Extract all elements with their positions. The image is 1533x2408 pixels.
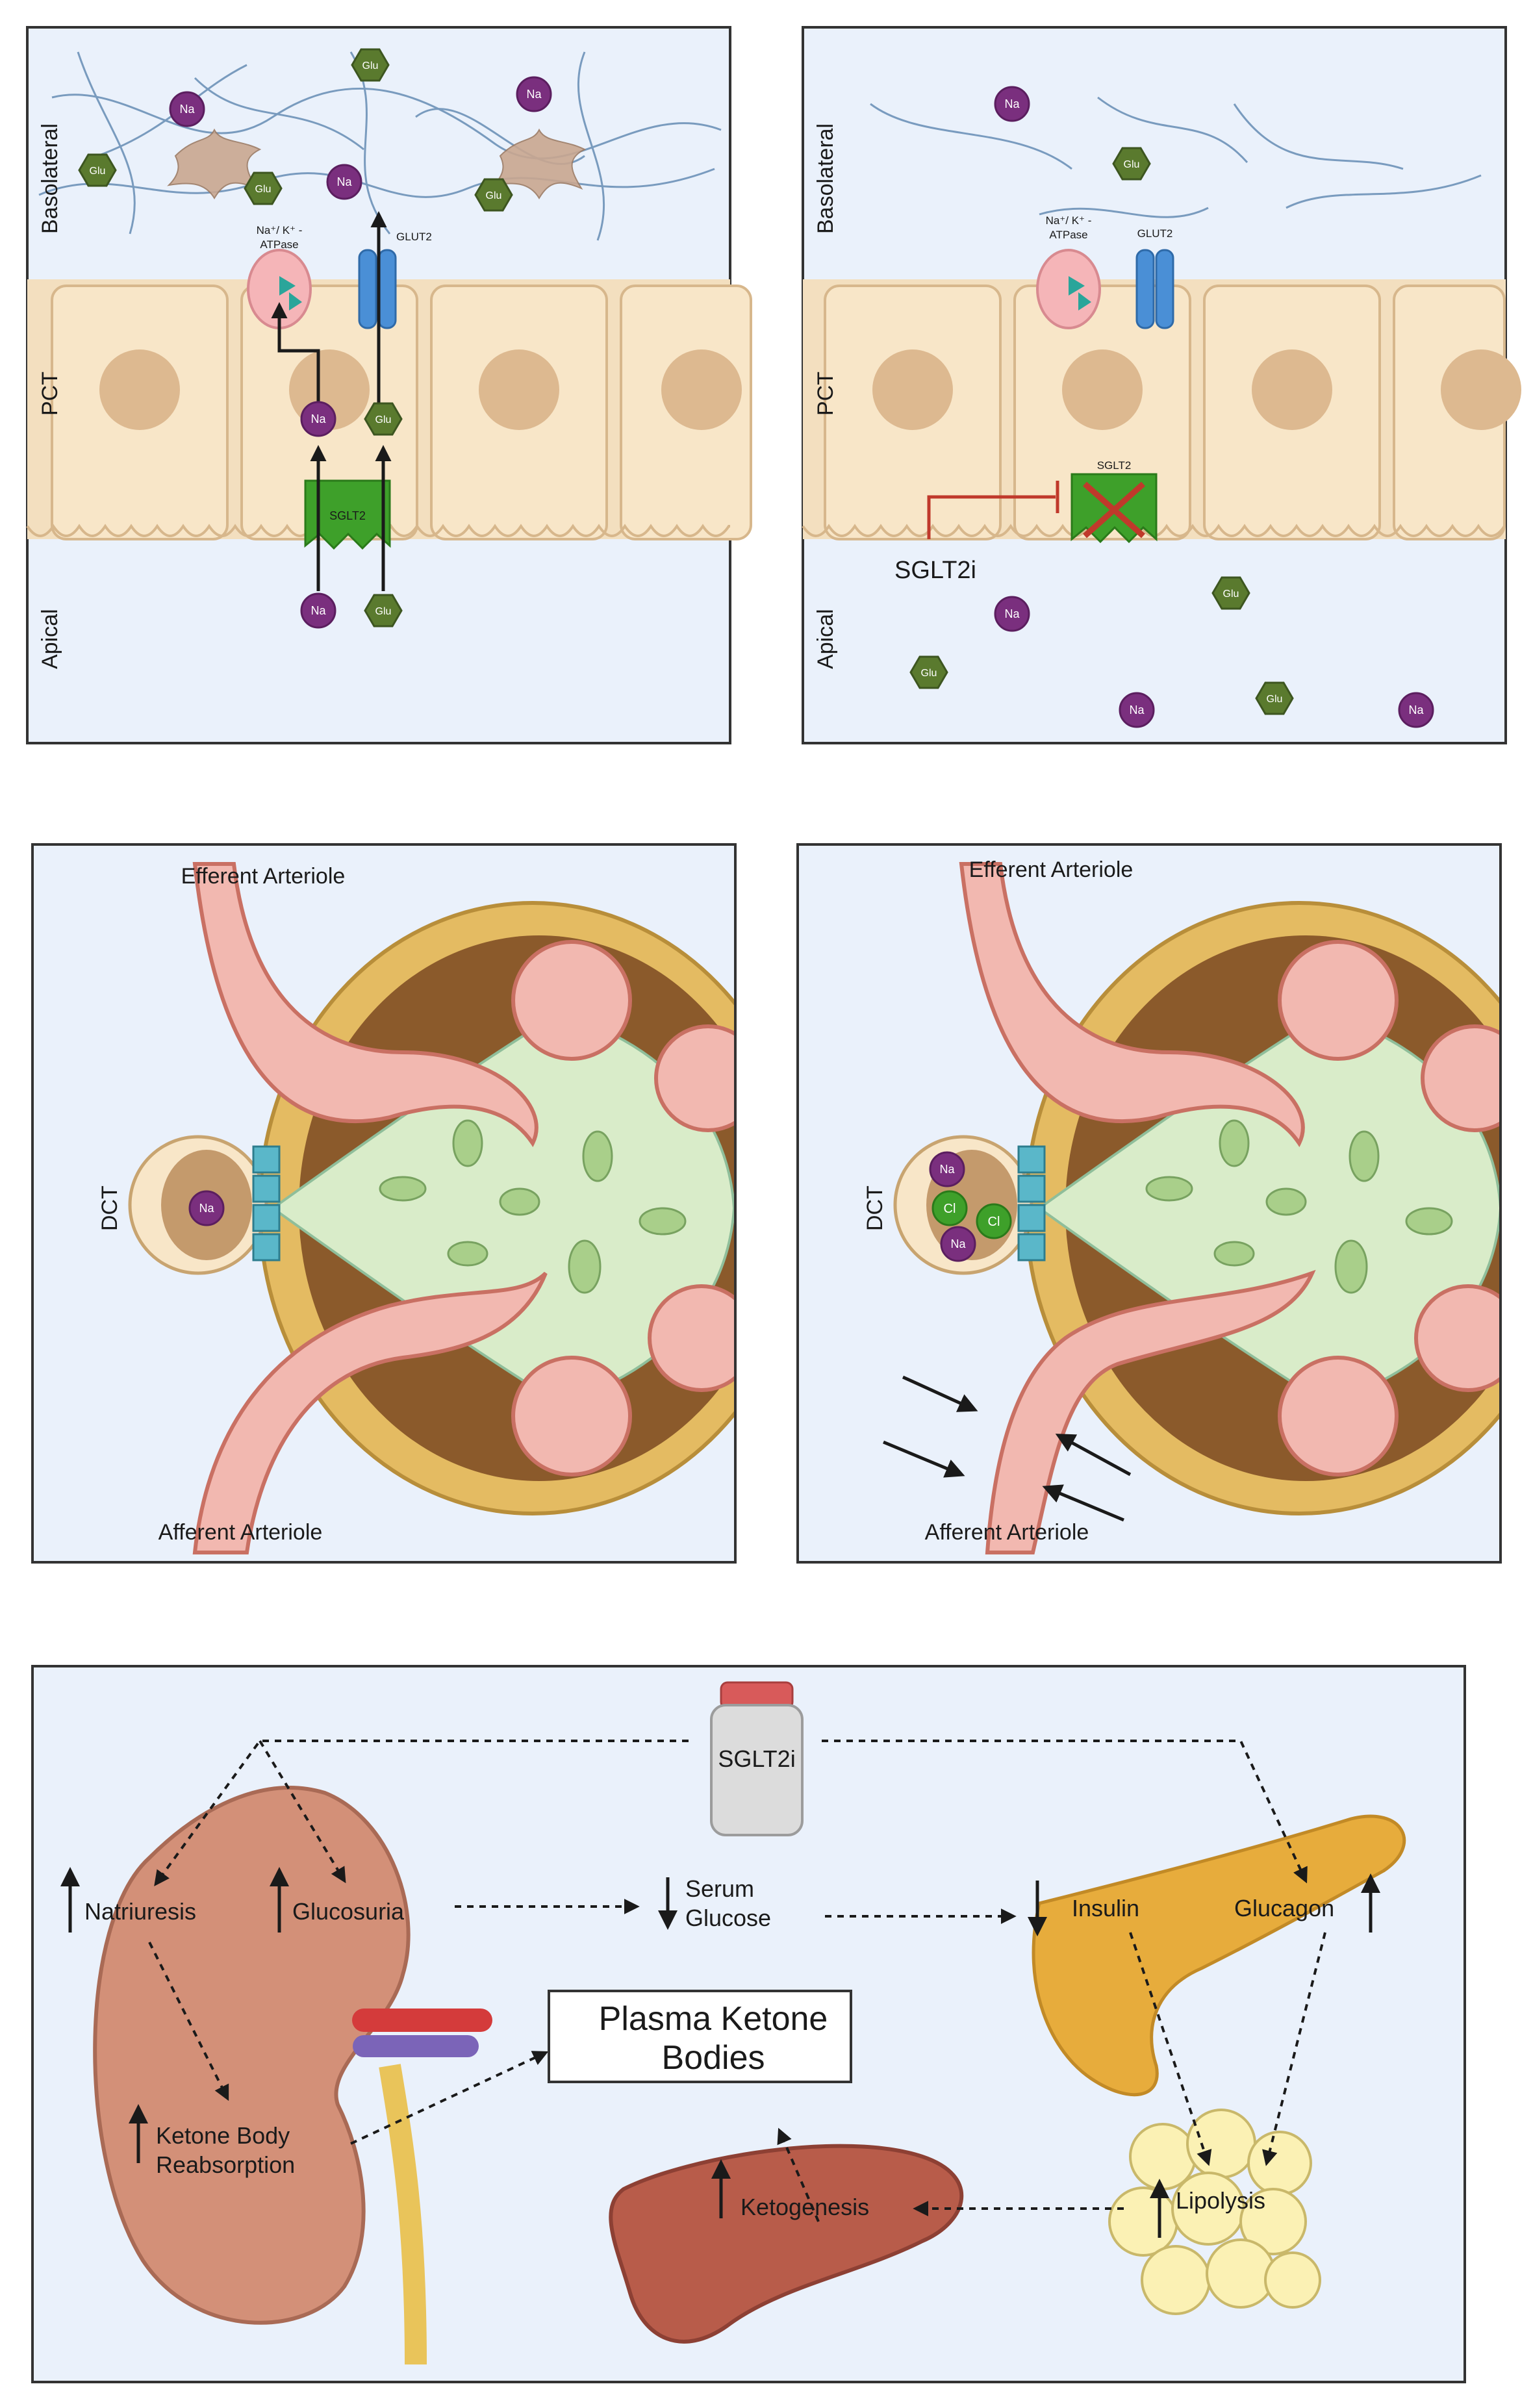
efferent-label: Efferent Arteriole [181,864,346,889]
capillary-loop-4 [511,1356,632,1476]
label-apical-2: Apical [813,609,838,669]
svg-text:Na: Na [310,604,326,617]
svg-text:Glu: Glu [921,668,937,679]
constriction-arrows [883,1375,1132,1522]
drug-label: SGLT2i [718,1745,795,1772]
panel-pct-control: Na⁺/ K⁺ - ATPase GLUT2 SGLT2 Na Na Na Na… [26,26,752,744]
glucose-label: Glucose [685,1905,771,1931]
ketone-reabs-line1: Ketone Body [156,2122,290,2149]
glut2-label-2: GLUT2 [1137,227,1173,240]
capillary-loop-5 [1278,940,1399,1061]
svg-text:Glu: Glu [362,60,379,71]
pathway-arrows [148,1740,1326,2222]
pump-label-2: ATPase [260,238,298,251]
label-pct: PCT [38,372,62,416]
na-k-atpase-pump-2 [1036,249,1101,329]
capillary-loop-1 [511,940,632,1061]
svg-text:Na: Na [526,88,542,101]
efferent-arteriole [192,862,538,1147]
lipolysis-label: Lipolysis [1176,2187,1265,2214]
pump-label-1: Na⁺/ K⁺ - [257,224,303,236]
capillary-loop-3 [648,1284,734,1392]
svg-text:Na: Na [199,1202,214,1215]
svg-text:Na: Na [336,175,352,188]
sglt2-transporter [304,479,391,550]
pump-label-2b: ATPase [1049,229,1087,241]
ketone-reabs-line2: Reabsorption [156,2151,295,2178]
inhibition-line [927,481,1059,539]
capillary-loop-2 [654,1024,734,1132]
svg-text:Glu: Glu [255,184,272,195]
ions-dct-right: Na Na Cl Cl [929,1151,1012,1262]
svg-text:Na: Na [1129,703,1145,716]
label-basolateral-2: Basolateral [813,123,838,234]
label-apical: Apical [38,609,62,669]
ions-top-left: Na Na Na Na Na Glu Glu Glu Glu Glu Glu [78,48,552,629]
ion-dct-left: Na [188,1190,225,1226]
insulin-label: Insulin [1072,1895,1139,1921]
label-pct-2: PCT [813,372,838,416]
afferent-arteriole [192,1271,548,1554]
glut2-label: GLUT2 [396,231,432,243]
glucosuria-label: Glucosuria [292,1898,405,1925]
svg-text:Na: Na [179,103,195,116]
efferent-label-2: Efferent Arteriole [969,857,1134,882]
ketone-box-line2: Bodies [662,2039,765,2077]
sglt2-label: SGLT2 [329,509,366,522]
svg-text:Na: Na [1004,97,1020,110]
macula-densa-cells [252,1145,281,1261]
macula-densa-cells-2 [1017,1145,1046,1261]
svg-text:Glu: Glu [486,190,502,201]
mesangial-cells [379,1119,687,1294]
capillary-loop-7 [1414,1284,1499,1392]
sglt2-label-2: SGLT2 [1097,459,1132,472]
efferent-arteriole-2 [959,862,1305,1147]
mesangial-cells-2 [1145,1119,1453,1294]
plasma-ketone-box [548,1990,852,2083]
panel-systemic-effects: SGLT2i [31,1665,1466,2383]
svg-text:Cl: Cl [988,1215,1000,1229]
svg-text:Glu: Glu [375,414,392,425]
interstitial-fibers-sparse [870,96,1482,218]
panel-glomerulus-sglt2i: Na Na Cl Cl Efferent Arteriole Afferent … [796,843,1502,1564]
pump-label-2a: Na⁺/ K⁺ - [1046,214,1092,227]
sglt2i-label: SGLT2i [894,557,976,584]
sglt2-transporter-blocked [1071,473,1158,544]
natriuresis-label: Natriuresis [84,1898,196,1925]
svg-text:Na: Na [1004,607,1020,620]
svg-text:Glu: Glu [1223,589,1239,600]
ions-top-right: Na Na Na Na Glu Glu Glu Glu [909,86,1434,728]
svg-text:Na: Na [310,412,326,425]
capillary-loop-8 [1278,1356,1399,1476]
panel-glomerulus-control: Na Efferent Arteriole Afferent Arteriole… [31,843,737,1564]
svg-text:Glu: Glu [1124,159,1140,170]
dct-label: DCT [97,1185,122,1231]
liver-illustration [609,2144,963,2344]
svg-text:Cl: Cl [944,1202,956,1216]
label-basolateral: Basolateral [38,123,62,234]
afferent-label-2: Afferent Arteriole [925,1520,1089,1545]
afferent-arteriole-constricted [985,1269,1316,1554]
sglt2i-drug-bottle [710,1681,804,1836]
kidney-illustration [93,1786,492,2365]
svg-text:Glu: Glu [375,606,392,617]
svg-text:Glu: Glu [90,166,106,177]
svg-text:Na: Na [1408,703,1424,716]
afferent-label: Afferent Arteriole [158,1520,323,1545]
transport-arrows [271,211,392,591]
panel-pct-sglt2i: Na⁺/ K⁺ - ATPase GLUT2 SGLT2 SGLT2i Na N… [802,26,1521,744]
svg-text:Na: Na [950,1237,966,1250]
glut2-transporter-2 [1135,249,1174,329]
ketogenesis-label: Ketogenesis [741,2194,869,2220]
serum-label: Serum [685,1875,754,1902]
capillary-loop-6 [1421,1024,1499,1132]
dct-label-2: DCT [863,1185,887,1231]
pancreas-illustration [1032,1814,1406,2097]
glucagon-label: Glucagon [1234,1895,1334,1921]
svg-text:Na: Na [939,1163,955,1176]
svg-text:Glu: Glu [1267,694,1283,705]
ketone-box-line1: Plasma Ketone [599,2000,828,2038]
